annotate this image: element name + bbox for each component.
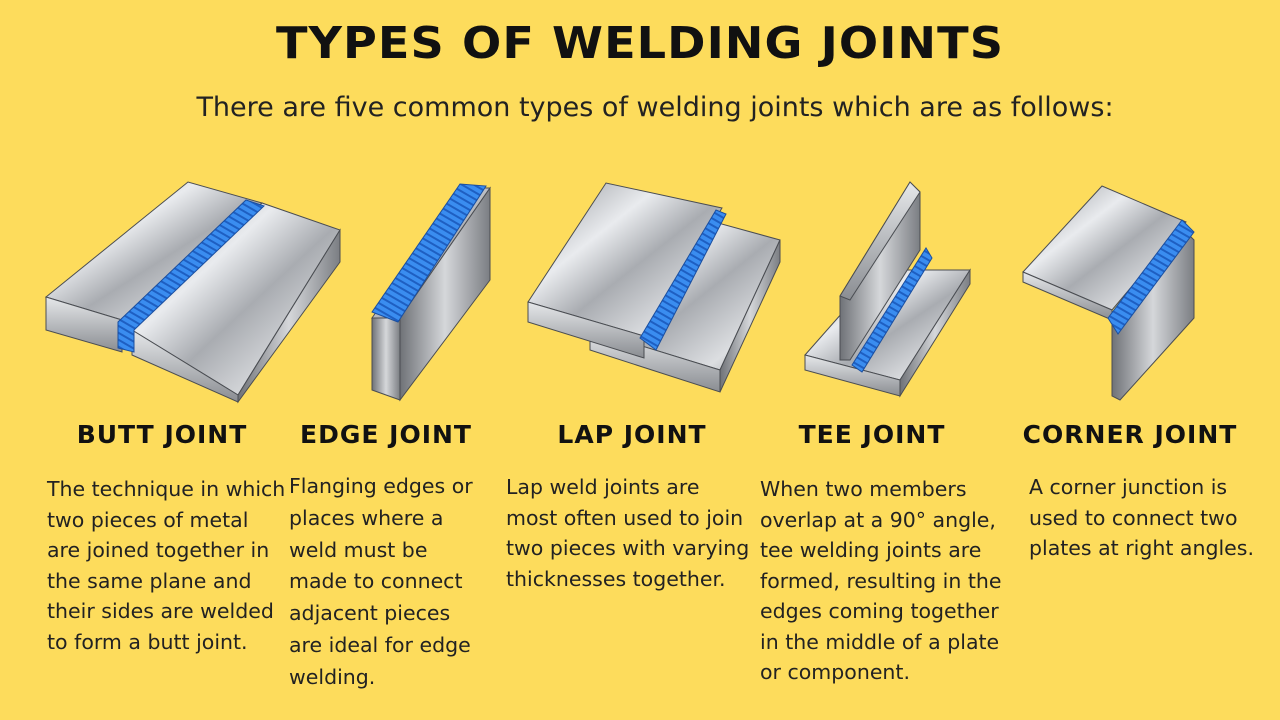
joint-name-lap: LAP JOINT	[557, 420, 707, 449]
joint-description-edge: Flanging edges or places where a weld mu…	[289, 474, 473, 689]
edge-joint-illustration	[371, 183, 491, 402]
tee-joint-illustration	[804, 181, 971, 398]
joint-description-butt: The technique in which two pieces of met…	[47, 477, 286, 654]
joint-name-edge: EDGE JOINT	[300, 420, 472, 449]
joint-name-corner: CORNER JOINT	[1022, 420, 1238, 449]
joint-description-corner: A corner junction is used to connect two…	[1029, 475, 1254, 560]
page-title: TYPES OF WELDING JOINTS	[275, 18, 1005, 69]
corner-joint-illustration	[1022, 185, 1195, 401]
joint-name-butt: BUTT JOINT	[76, 420, 248, 449]
joint-description-lap: Lap weld joints are most often used to j…	[506, 475, 750, 591]
joint-name-tee: TEE JOINT	[798, 420, 946, 449]
butt-joint-illustration	[44, 181, 341, 404]
page-subtitle: There are five common types of welding j…	[196, 92, 1114, 123]
lap-joint-illustration	[527, 182, 781, 393]
joint-description-tee: When two members overlap at a 90° angle,…	[760, 477, 1002, 684]
